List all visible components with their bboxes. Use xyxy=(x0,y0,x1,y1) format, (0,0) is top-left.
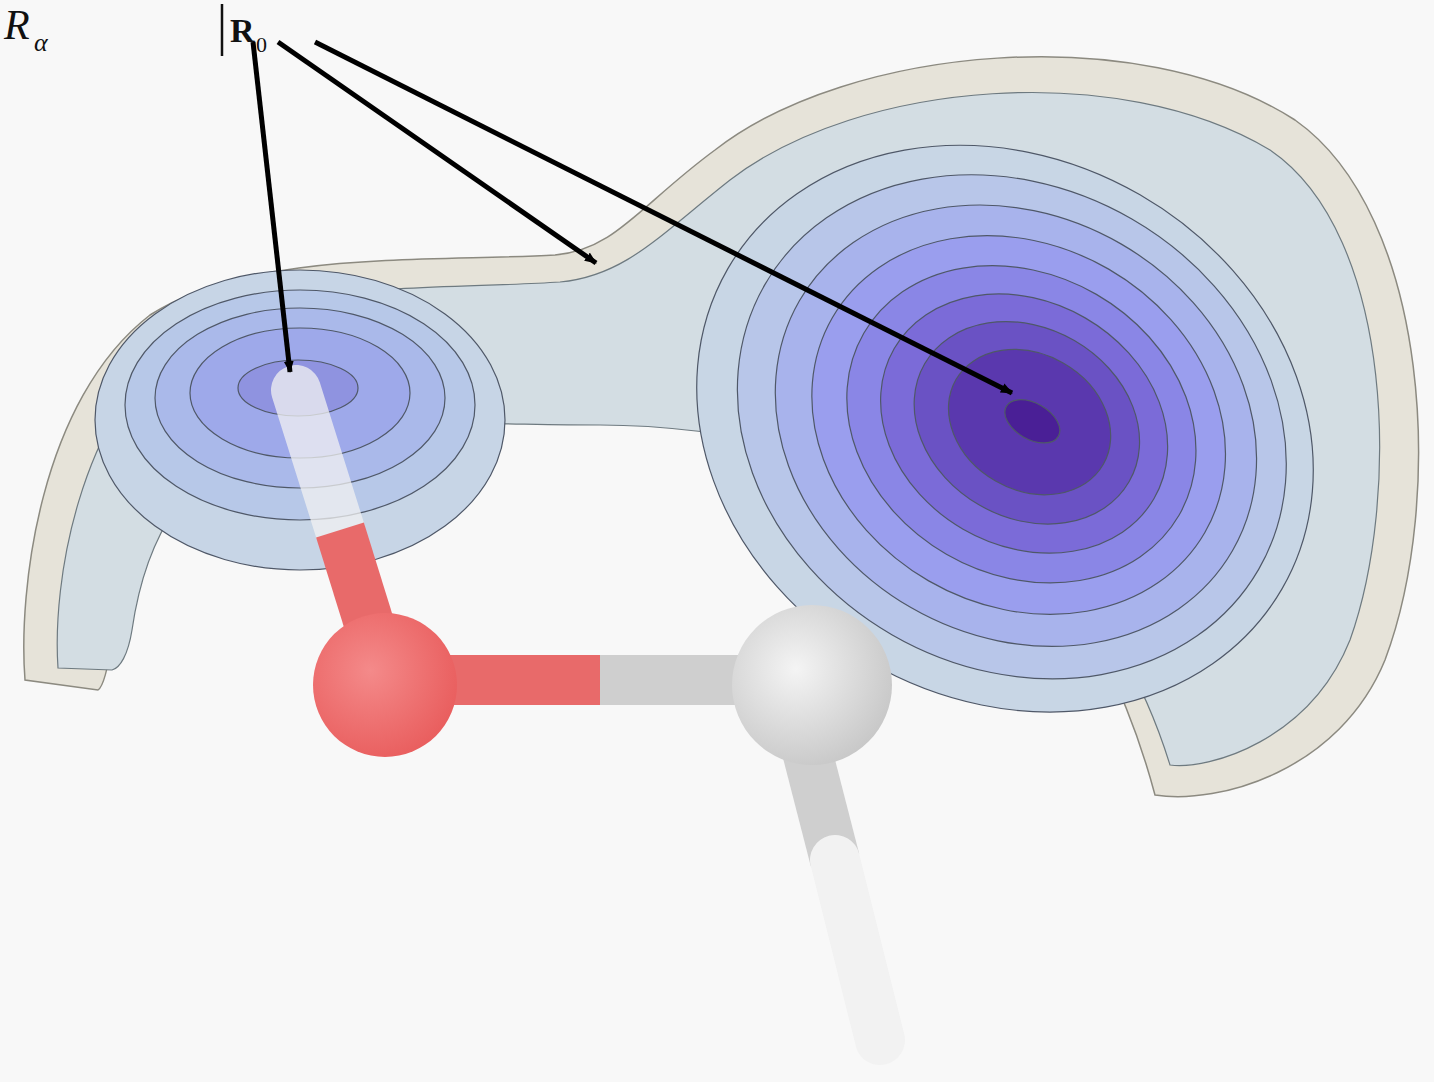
leader-arrows xyxy=(253,42,1012,393)
symbol-r: R xyxy=(4,4,30,46)
symbol-r-bold: R xyxy=(230,14,255,48)
right-lobe xyxy=(593,35,1417,823)
left-lobe xyxy=(95,270,505,570)
molecule xyxy=(296,390,892,1040)
evaluation-bar xyxy=(221,4,224,56)
subscript-zero: 0 xyxy=(256,34,267,56)
subscript-alpha: α xyxy=(34,30,48,56)
